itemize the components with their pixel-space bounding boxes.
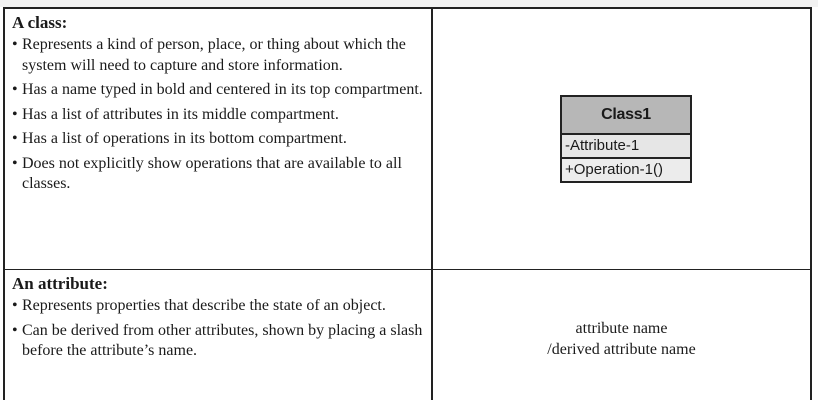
attribute-notation-text: attribute name /derived attribute name [433,318,810,360]
list-item: Represents a kind of person, place, or t… [12,35,425,76]
notation-table: A class: Represents a kind of person, pl… [3,7,812,400]
top-margin [0,0,818,7]
class-bullet-list: Represents a kind of person, place, or t… [12,35,425,195]
class-notation-cell: Class1 -Attribute-1 +Operation-1() [433,9,810,269]
list-item: Has a list of operations in its bottom c… [12,129,425,150]
attribute-notation-cell: attribute name /derived attribute name [433,270,810,400]
uml-operation-compartment: +Operation-1() [562,159,690,181]
list-item: Does not explicitly show operations that… [12,154,425,195]
list-item: Can be derived from other attributes, sh… [12,321,425,362]
uml-class-name: Class1 [562,97,690,135]
class-heading: A class: [12,13,68,32]
list-item: Has a list of attributes in its middle c… [12,105,425,126]
attribute-heading: An attribute: [12,274,108,293]
uml-class-box: Class1 -Attribute-1 +Operation-1() [560,95,692,183]
derived-attribute-label: /derived attribute name [547,341,696,358]
list-item: Has a name typed in bold and centered in… [12,80,425,101]
table-row-class: A class: Represents a kind of person, pl… [5,9,810,270]
attribute-description-cell: An attribute: Represents properties that… [5,270,433,400]
class-description-cell: A class: Represents a kind of person, pl… [5,9,433,269]
attribute-name-label: attribute name [575,320,668,337]
list-item: Represents properties that describe the … [12,296,425,317]
attribute-bullet-list: Represents properties that describe the … [12,296,425,362]
uml-attribute-compartment: -Attribute-1 [562,135,690,159]
table-row-attribute: An attribute: Represents properties that… [5,270,810,400]
